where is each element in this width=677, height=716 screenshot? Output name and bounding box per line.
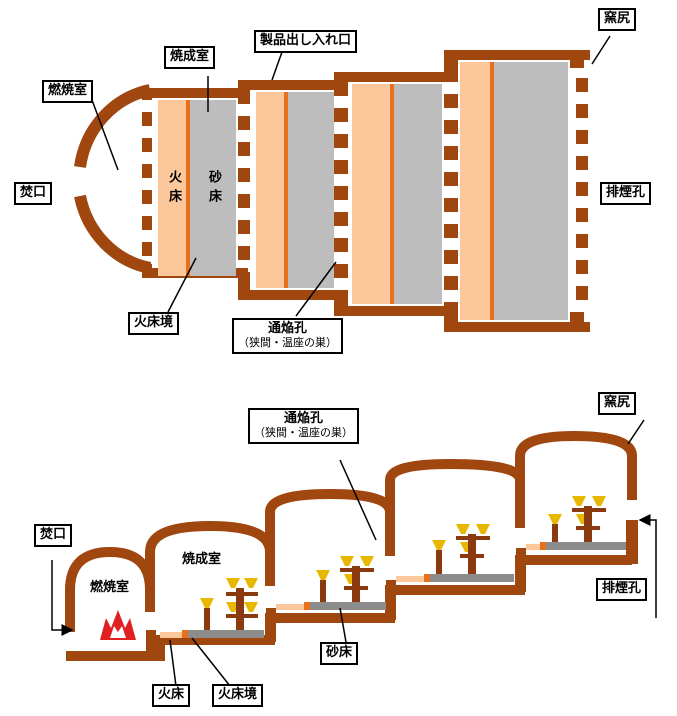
section-view [65,430,638,661]
bottom-kiln-tail-label: 窯尻 [598,392,637,415]
combustion-dome-lower [74,194,152,274]
section-leaders [51,419,657,687]
ware-shelves [204,506,606,630]
bottom-stoke-hole-label: 焚口 [34,524,73,547]
top-fire-bed-boundary-label: 火床境 [128,312,180,335]
chamber1-boundary [186,100,190,276]
chamber1-sand-bed [190,100,236,276]
chamber2-bottom-wall [240,290,340,300]
top-product-door-label: 製品出し入れ口 [254,30,358,53]
top-firing-room-label: 焼成室 [164,46,216,69]
bottom-flame-passage-title: 通焔孔 [283,411,323,426]
bottom-combustion-room-text: 燃焼室 [90,580,130,595]
partition-walls [142,50,588,332]
combustion-dome-upper [74,84,152,168]
top-stoke-hole-label: 焚口 [14,182,53,205]
chamber1-fire-bed [158,100,188,276]
bottom-flame-passage-label: 通焔孔 （狭間・温座の巣） [248,408,359,444]
flame-icon [100,610,136,640]
chamber1-top-wall [148,88,248,98]
top-combustion-room-label: 燃焼室 [42,80,94,103]
chamber2-sand-bed [288,92,334,288]
chamber2-top-wall [240,80,340,90]
plan-leaders [91,35,611,317]
top-flame-passage-sub: （狭間・温座の巣） [238,335,337,349]
top-sand-bed-text: 砂床 [206,170,221,208]
chamber3-sand-bed [394,84,442,304]
top-kiln-tail-label: 窯尻 [598,8,637,31]
chamber3-bottom-wall [340,306,450,316]
chamber2-boundary [284,92,288,288]
chamber3-boundary [390,84,394,304]
chamber3-fire-bed [352,84,392,304]
chamber4-fire-bed [460,62,492,320]
chamber4-sand-bed [494,62,568,320]
top-fire-bed-text: 火床 [166,170,181,208]
plan-view [74,50,590,332]
top-flame-passage-label: 通焔孔 （狭間・温座の巣） [232,318,343,354]
bottom-fire-bed-label: 火床 [152,684,191,707]
bottom-sand-bed-label: 砂床 [320,642,359,665]
chamber4-bottom-wall [450,322,590,332]
bottom-firing-room-text: 焼成室 [182,552,222,567]
top-flue-holes-label: 排煙孔 [600,182,652,205]
bottom-fire-bed-boundary-label: 火床境 [212,684,264,707]
bottom-flame-passage-sub: （狭間・温座の巣） [254,425,353,439]
bottom-flue-holes-label: 排煙孔 [596,578,648,601]
chamber2-fire-bed [256,92,286,288]
chamber3-top-wall [340,72,450,82]
chamber4-top-wall [450,50,590,60]
chamber4-boundary [490,62,494,320]
top-flame-passage-title: 通焔孔 [267,321,307,336]
